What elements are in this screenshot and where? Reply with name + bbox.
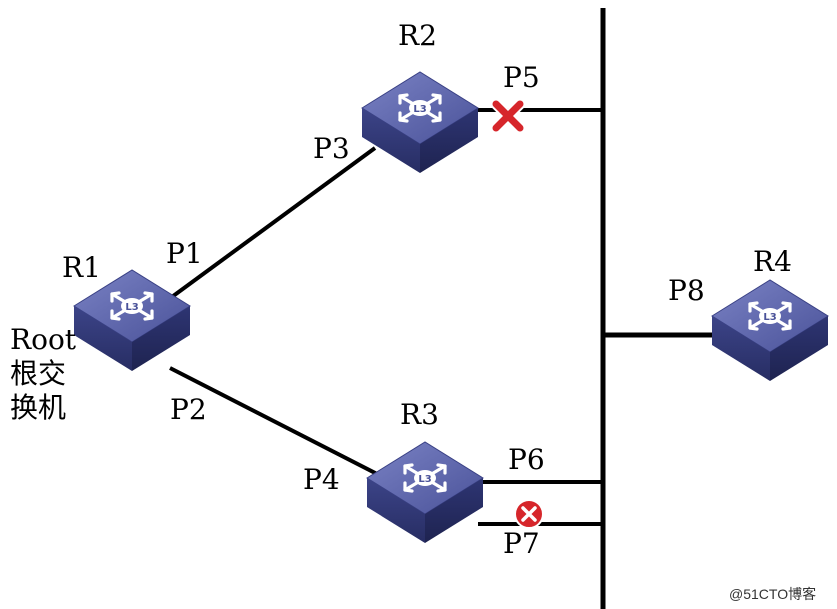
- router-r2-name: R2: [398, 19, 437, 52]
- root-label-line2: 根交: [10, 357, 67, 390]
- router-r1-name: R1: [62, 251, 101, 284]
- blocked-port-p7-icon: [514, 499, 544, 529]
- root-label-line1: Root: [10, 323, 77, 356]
- port-label-p4: P4: [303, 463, 340, 496]
- link-r1-r3: [169, 366, 386, 480]
- port-label-p3: P3: [313, 132, 350, 165]
- router-r2-icon: [360, 70, 480, 175]
- router-r1-icon: [72, 268, 192, 373]
- root-label-line3: 换机: [10, 391, 67, 424]
- root-bridge-label: Root 根交 换机: [10, 323, 76, 425]
- blocked-port-p5-icon: [490, 98, 526, 134]
- router-r3-icon: [365, 440, 485, 545]
- port-label-p5: P5: [503, 61, 540, 94]
- router-r4-name: R4: [753, 245, 792, 278]
- watermark: @51CTO博客: [729, 586, 817, 602]
- link-r1-r2: [163, 146, 377, 304]
- port-label-p2: P2: [170, 393, 207, 426]
- router-r4-icon: [710, 278, 830, 383]
- port-label-p6: P6: [508, 443, 545, 476]
- router-r3-name: R3: [400, 398, 439, 431]
- port-label-p7: P7: [503, 527, 540, 560]
- port-label-p1: P1: [166, 237, 203, 270]
- port-label-p8: P8: [668, 274, 705, 307]
